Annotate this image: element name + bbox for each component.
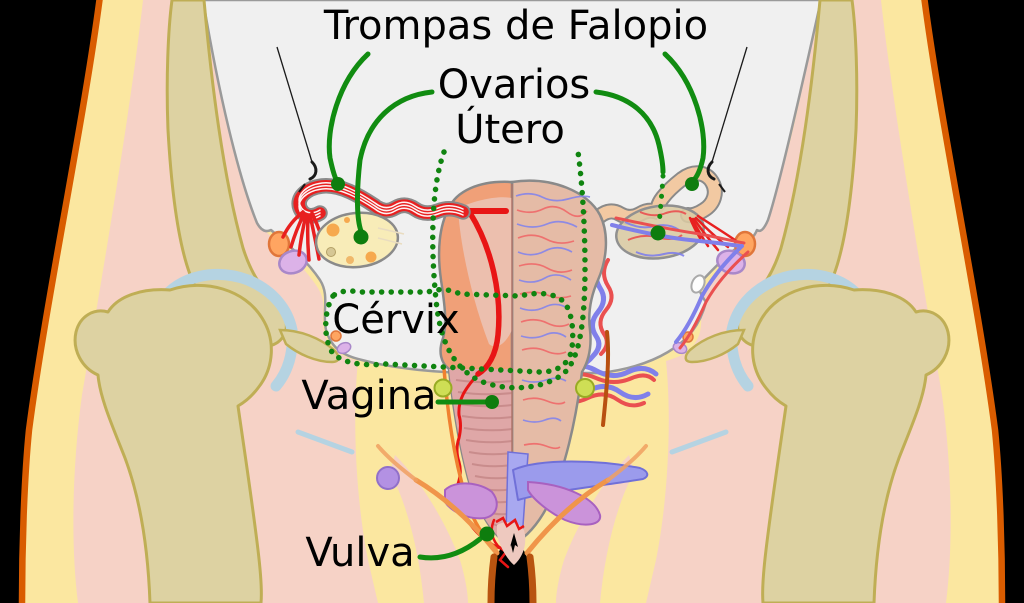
leader-lines bbox=[326, 51, 707, 561]
hip-and-femur-bones bbox=[73, 0, 951, 603]
uterine-surface-vessels bbox=[515, 192, 591, 471]
label-fallopian-tubes: Trompas de Falopio bbox=[323, 3, 709, 49]
label-vagina: Vagina bbox=[301, 373, 437, 419]
leader-ovary-right-solid bbox=[593, 89, 666, 175]
uterus-right-half bbox=[510, 179, 608, 545]
leader-ovary-left bbox=[354, 89, 435, 234]
leader-vulva bbox=[417, 536, 483, 561]
lymph-nodes bbox=[433, 378, 595, 398]
leader-fallopian-right bbox=[662, 51, 707, 184]
vulva-cleft bbox=[510, 533, 518, 553]
round-ligament-end bbox=[690, 274, 706, 294]
leader-fallopian-left bbox=[326, 51, 371, 184]
leader-dots bbox=[331, 177, 699, 542]
body-outline bbox=[18, 0, 1006, 603]
ligament-lines bbox=[276, 46, 748, 193]
small-node bbox=[376, 466, 400, 490]
dotted-outlines bbox=[323, 149, 588, 391]
perineal-lines bbox=[376, 444, 648, 603]
cervix-dotted-outline bbox=[323, 286, 576, 375]
left-fallopian-tube bbox=[291, 178, 471, 224]
label-vulva: Vulva bbox=[305, 530, 415, 576]
label-uterus: Útero bbox=[455, 107, 565, 153]
label-ovaries: Ovarios bbox=[437, 62, 591, 108]
label-cervix: Cérvix bbox=[332, 297, 460, 343]
right-vestibular-gland bbox=[527, 480, 602, 526]
vulva-region bbox=[495, 516, 526, 565]
uterus-dotted-outline bbox=[429, 149, 588, 391]
